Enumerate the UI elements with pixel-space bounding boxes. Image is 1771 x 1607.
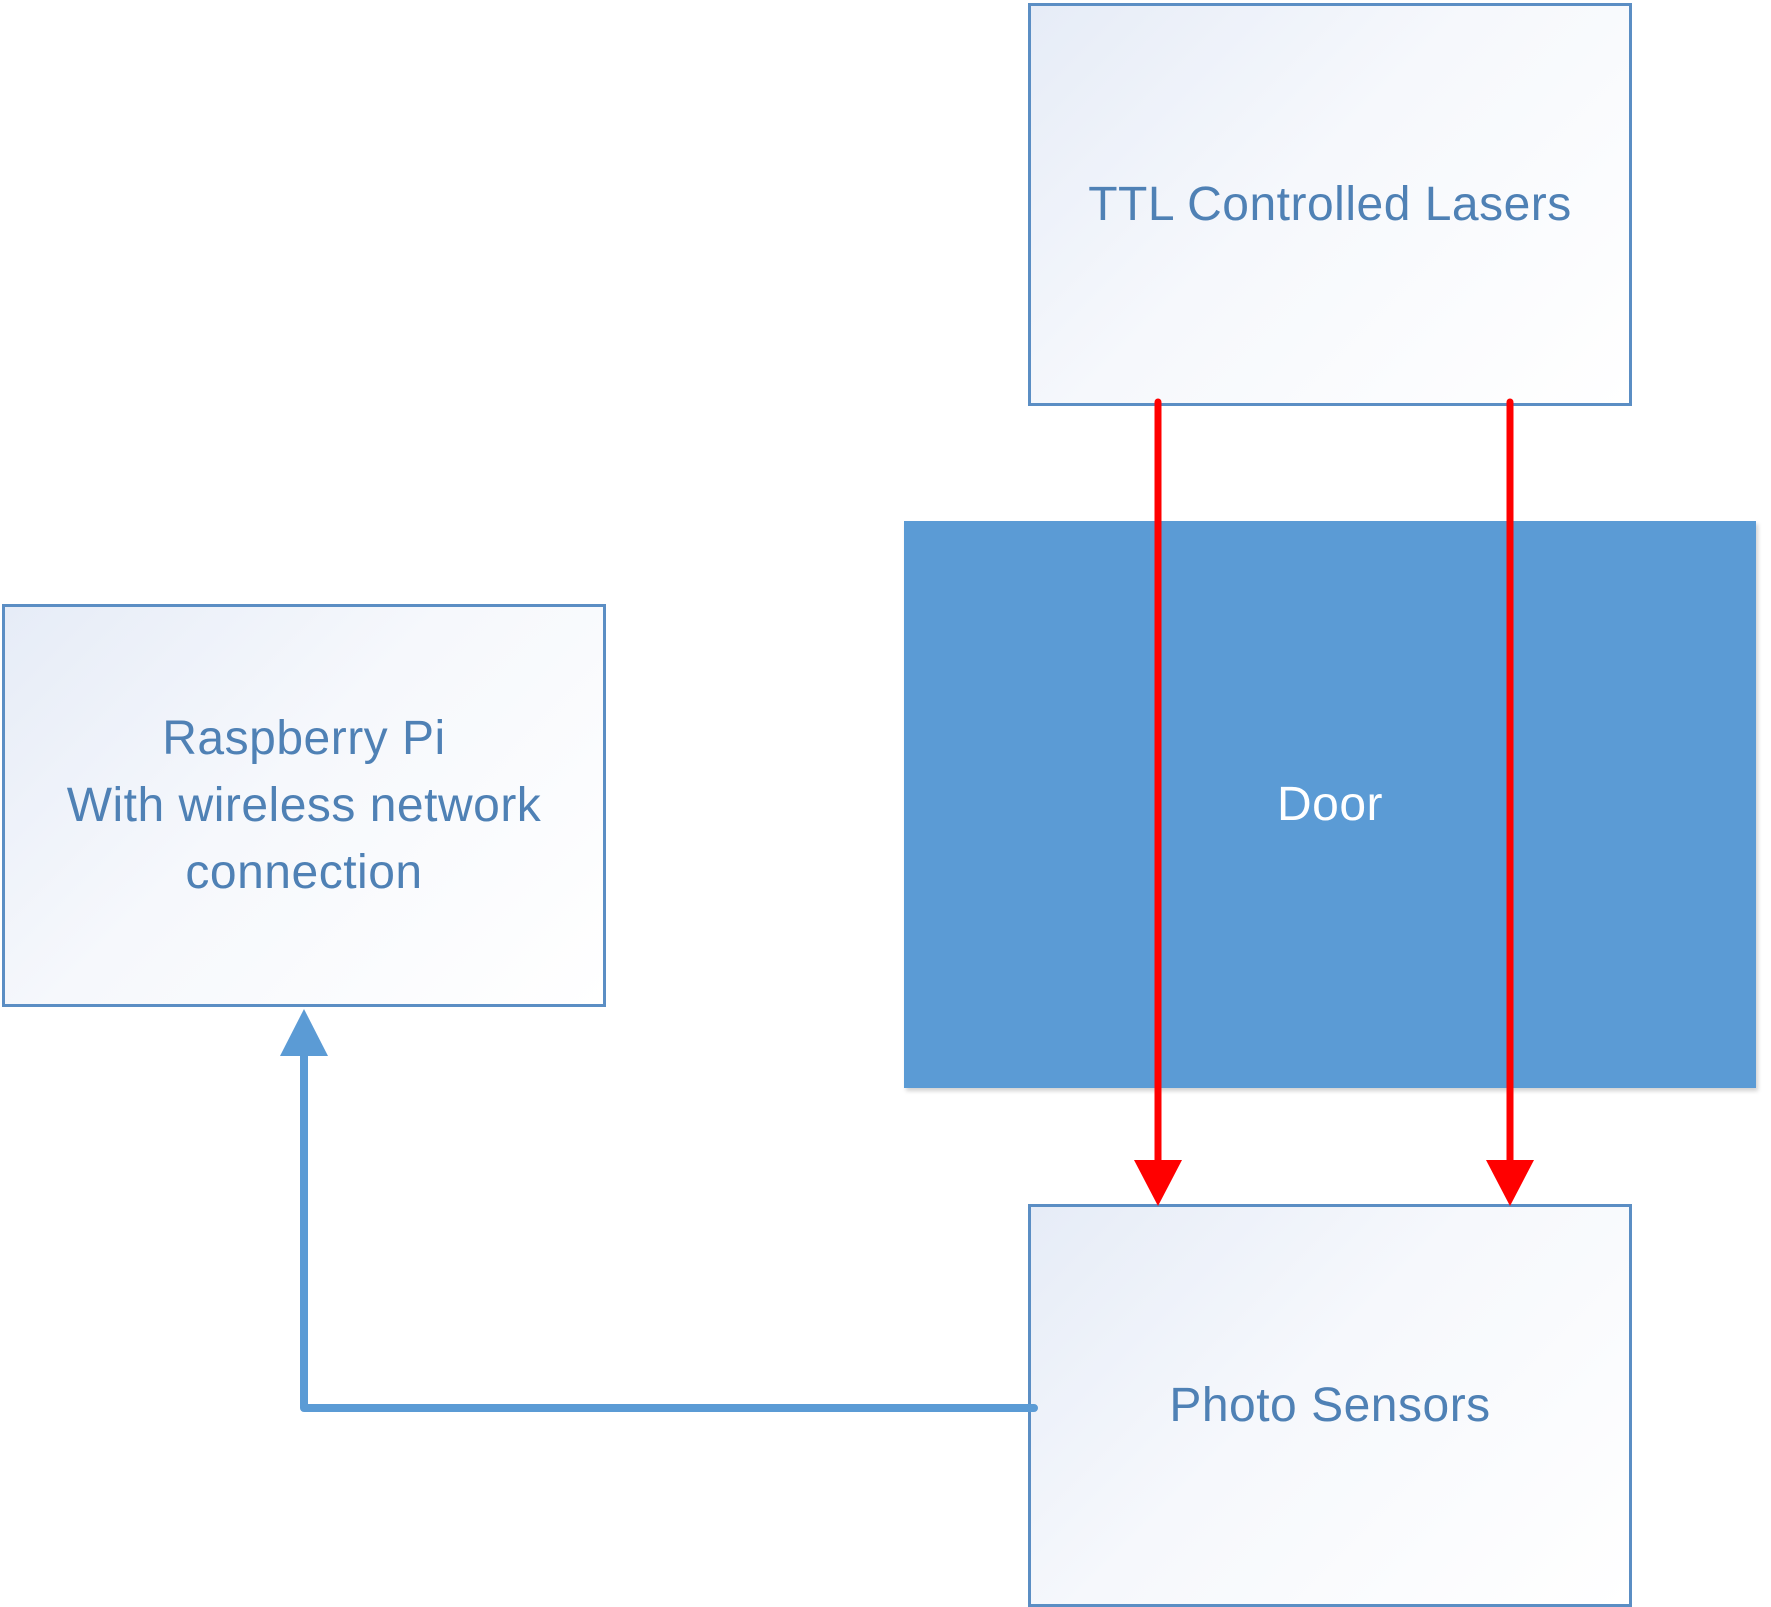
raspberry-pi-label-line-2: With wireless network: [66, 779, 542, 832]
lasers-box: TTL Controlled Lasers: [1028, 3, 1632, 406]
lasers-label: TTL Controlled Lasers: [1088, 178, 1572, 231]
door-block: Door: [904, 521, 1756, 1088]
raspberry-pi-label-line-1: Raspberry Pi: [162, 712, 446, 765]
laser-beam-left-arrowhead: [1134, 1160, 1182, 1206]
raspberry-pi-box: Raspberry Pi With wireless network conne…: [2, 604, 606, 1007]
raspberry-pi-label: Raspberry Pi With wireless network conne…: [67, 705, 542, 906]
photo-sensors-box: Photo Sensors: [1028, 1204, 1632, 1607]
signal-connector-arrowhead: [280, 1009, 328, 1056]
laser-beam-right-arrowhead: [1486, 1160, 1534, 1206]
photo-sensors-label: Photo Sensors: [1169, 1379, 1491, 1432]
raspberry-pi-label-line-3: connection: [185, 846, 423, 899]
signal-connector: [300, 1046, 1038, 1412]
door-label: Door: [1276, 778, 1384, 831]
